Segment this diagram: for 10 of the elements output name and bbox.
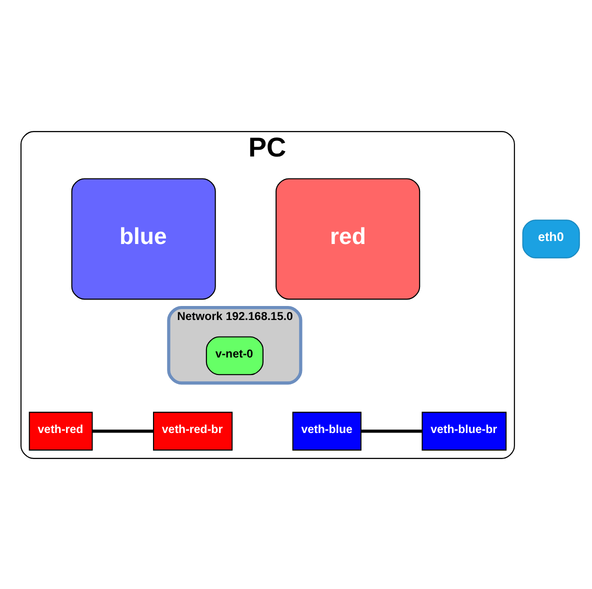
connector <box>92 429 154 432</box>
node-box: veth-blue <box>292 411 362 450</box>
connector <box>361 429 422 432</box>
node-box: v-net-0 <box>206 336 264 375</box>
node-box: red <box>276 178 420 300</box>
node-box: veth-blue-br <box>422 411 507 450</box>
node-box: blue <box>71 178 216 300</box>
node-box: veth-red-br <box>153 411 233 450</box>
node-box: veth-red <box>28 411 93 450</box>
node-box: eth0 <box>522 219 580 258</box>
